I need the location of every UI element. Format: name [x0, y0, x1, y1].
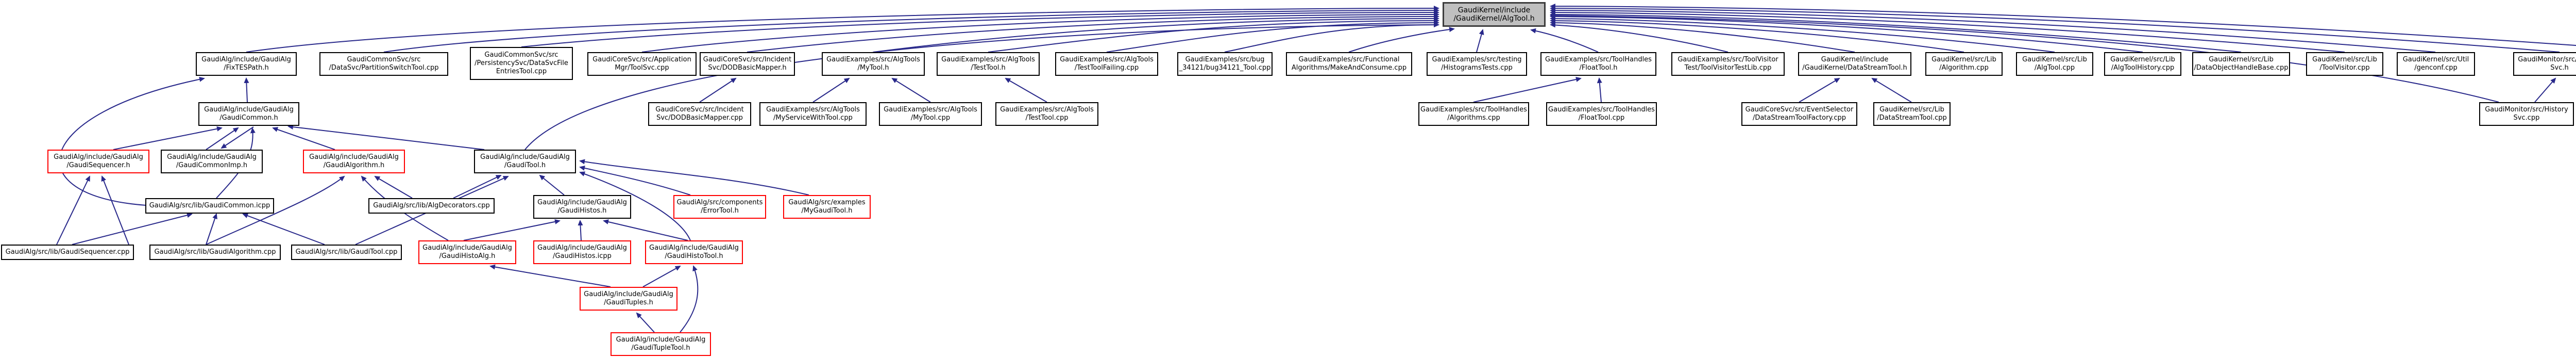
- graph-node-gaudisequencer-cpp[interactable]: GaudiAlg/src/lib/GaudiSequencer.cpp: [1, 245, 134, 260]
- graph-node-gaudicommonimp-h[interactable]: GaudiAlg/include/GaudiAlg /GaudiCommonIm…: [161, 150, 263, 173]
- graph-node-gaudihistos-h[interactable]: GaudiAlg/include/GaudiAlg /GaudiHistos.h: [533, 195, 631, 219]
- graph-node-gaudialgorithm-cpp[interactable]: GaudiAlg/src/lib/GaudiAlgorithm.cpp: [149, 245, 281, 260]
- graph-node-gauditool-h[interactable]: GaudiAlg/include/GaudiAlg /GaudiTool.h: [474, 150, 576, 173]
- graph-node-historysvc-cpp[interactable]: GaudiMonitor/src/History Svc.cpp: [2479, 102, 2574, 126]
- graph-node-partitionswitchtool[interactable]: GaudiCommonSvc/src /DataSvc/PartitionSwi…: [319, 52, 448, 76]
- graph-node-gaudicommon-h[interactable]: GaudiAlg/include/GaudiAlg /GaudiCommon.h: [198, 102, 299, 126]
- graph-node-algorithm-cpp[interactable]: GaudiKernel/src/Lib /Algorithm.cpp: [1925, 52, 2003, 76]
- graph-node-errortool-h[interactable]: GaudiAlg/src/components /ErrorTool.h: [673, 195, 766, 219]
- graph-node-mygauditool-h[interactable]: GaudiAlg/src/examples /MyGaudiTool.h: [783, 195, 871, 219]
- graph-node-gaudihistos-icpp[interactable]: GaudiAlg/include/GaudiAlg /GaudiHistos.i…: [533, 240, 631, 264]
- graph-node-gaudihistoalg-h[interactable]: GaudiAlg/include/GaudiAlg /GaudiHistoAlg…: [418, 240, 516, 264]
- graph-node-fixtespath-h[interactable]: GaudiAlg/include/GaudiAlg /FixTESPath.h: [196, 52, 297, 76]
- graph-node-toolvisitor-cpp[interactable]: GaudiKernel/src/Lib /ToolVisitor.cpp: [2306, 52, 2383, 76]
- graph-node-floattool-h[interactable]: GaudiExamples/src/ToolHandles /FloatTool…: [1540, 52, 1656, 76]
- graph-node-dodbasicmapper-cpp[interactable]: GaudiCoreSvc/src/Incident Svc/DODBasicMa…: [648, 102, 751, 126]
- graph-node-gaudisequencer-h[interactable]: GaudiAlg/include/GaudiAlg /GaudiSequence…: [47, 150, 149, 173]
- graph-node-datasvcfileentriestool[interactable]: GaudiCommonSvc/src /PersistencySvc/DataS…: [470, 47, 573, 80]
- graph-node-datastreamtool-h[interactable]: GaudiKernel/include /GaudiKernel/DataStr…: [1798, 52, 1911, 76]
- graph-node-gaudicommon-icpp[interactable]: GaudiAlg/src/lib/GaudiCommon.icpp: [145, 198, 274, 214]
- graph-node-mytool-h[interactable]: GaudiExamples/src/AlgTools /MyTool.h: [822, 52, 925, 76]
- graph-node-testtool-h[interactable]: GaudiExamples/src/AlgTools /TestTool.h: [937, 52, 1040, 76]
- graph-node-algorithms-cpp[interactable]: GaudiExamples/src/ToolHandles /Algorithm…: [1418, 102, 1529, 126]
- graph-node-dodbasicmapper-h[interactable]: GaudiCoreSvc/src/Incident Svc/DODBasicMa…: [700, 52, 795, 76]
- graph-node-histogramstests-cpp[interactable]: GaudiExamples/src/testing /HistogramsTes…: [1427, 52, 1527, 76]
- graph-node-bug34121-tool-cpp[interactable]: GaudiExamples/src/bug _34121/bug34121_To…: [1177, 52, 1273, 76]
- graph-node-testtoolfailing-cpp[interactable]: GaudiExamples/src/AlgTools /TestToolFail…: [1055, 52, 1158, 76]
- graph-node-datastreamtool-cpp[interactable]: GaudiKernel/src/Lib /DataStreamTool.cpp: [1873, 102, 1951, 126]
- graph-node-testtool-cpp[interactable]: GaudiExamples/src/AlgTools /TestTool.cpp: [995, 102, 1098, 126]
- graph-node-gaudialgorithm-h[interactable]: GaudiAlg/include/GaudiAlg /GaudiAlgorith…: [303, 150, 405, 173]
- graph-node-makeandconsume-cpp[interactable]: GaudiExamples/src/Functional Algorithms/…: [1286, 52, 1412, 76]
- graph-node-toolsvc-cpp[interactable]: GaudiCoreSvc/src/Application Mgr/ToolSvc…: [587, 52, 697, 76]
- graph-node-gaudituples-h[interactable]: GaudiAlg/include/GaudiAlg /GaudiTuples.h: [580, 287, 677, 311]
- graph-node-datastreamtoolfactory[interactable]: GaudiCoreSvc/src/EventSelector /DataStre…: [1741, 102, 1857, 126]
- graph-node-algdecorators-cpp[interactable]: GaudiAlg/src/lib/AlgDecorators.cpp: [368, 198, 495, 214]
- graph-node-algtoolhistory-cpp[interactable]: GaudiKernel/src/Lib /AlgToolHistory.cpp: [2104, 52, 2181, 76]
- graph-node-gauditool-cpp[interactable]: GaudiAlg/src/lib/GaudiTool.cpp: [291, 245, 402, 260]
- graph-node-myservicewithtool[interactable]: GaudiExamples/src/AlgTools /MyServiceWit…: [759, 102, 867, 126]
- graph-node-dataobjecthandlebase[interactable]: GaudiKernel/src/Lib /DataObjectHandleBas…: [2192, 52, 2290, 76]
- graph-node-historysvc-h[interactable]: GaudiMonitor/src/History Svc.h: [2513, 52, 2576, 76]
- graph-node-genconf-cpp[interactable]: GaudiKernel/src/Util /genconf.cpp: [2397, 52, 2475, 76]
- graph-node-algtool-cpp[interactable]: GaudiKernel/src/Lib /AlgTool.cpp: [2016, 52, 2093, 76]
- graph-node-gaudihistotool-h[interactable]: GaudiAlg/include/GaudiAlg /GaudiHistoToo…: [645, 240, 743, 264]
- graph-edge-group: [56, 4, 2576, 333]
- graph-node-current-algtool-h[interactable]: GaudiKernel/include /GaudiKernel/AlgTool…: [1443, 2, 1546, 27]
- graph-node-mytool-cpp[interactable]: GaudiExamples/src/AlgTools /MyTool.cpp: [879, 102, 982, 126]
- graph-node-floattool-cpp[interactable]: GaudiExamples/src/ToolHandles /FloatTool…: [1546, 102, 1657, 126]
- graph-node-gaudituplettool-h[interactable]: GaudiAlg/include/GaudiAlg /GaudiTupleToo…: [611, 332, 711, 356]
- graph-node-toolvisitortestlib[interactable]: GaudiExamples/src/ToolVisitor Test/ToolV…: [1671, 52, 1785, 76]
